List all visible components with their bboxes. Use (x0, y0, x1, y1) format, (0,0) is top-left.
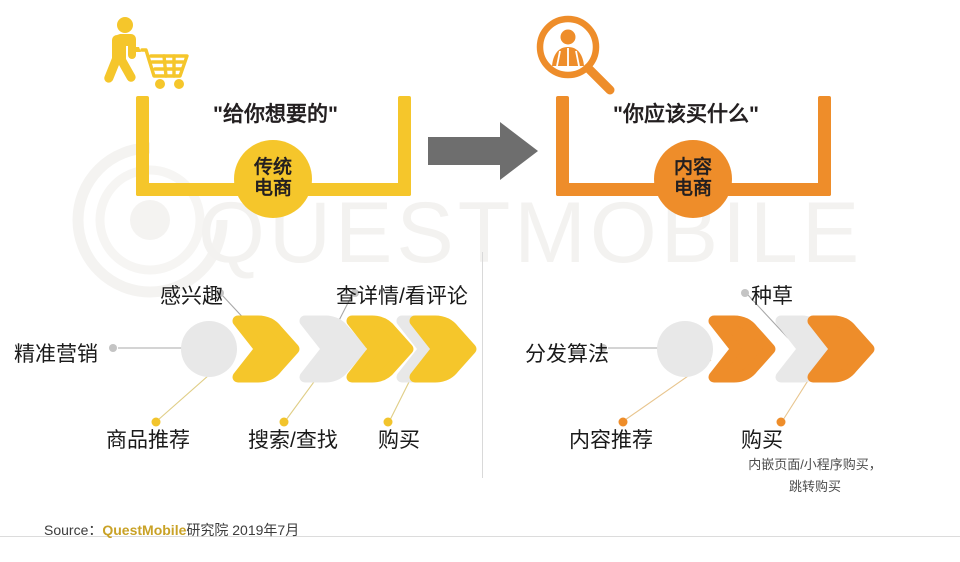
source-suffix: 研究院 2019年7月 (186, 522, 300, 538)
flow-label-below-left-2: 购买 (378, 429, 420, 452)
flow-shape-chevron (708, 315, 875, 383)
content-bracket (556, 96, 831, 196)
source-prefix: Source： (44, 522, 103, 538)
content-quote: "你应该买什么" (613, 103, 759, 126)
content-badge-line1: 内容 (673, 157, 712, 179)
traditional-badge-line1: 传统 (253, 157, 292, 179)
content-flow-subnote-line2: 跳转购买 (788, 479, 841, 494)
flow-shape-chevron (232, 315, 477, 383)
content-badge: 内容 电商 (654, 140, 732, 218)
right-arrow-icon (428, 122, 538, 180)
traditional-badge-line2: 电商 (253, 178, 292, 199)
flow-label-above-left-0: 感兴趣 (160, 285, 223, 308)
shopping-cart-person-icon (104, 17, 189, 89)
traditional-bracket (136, 96, 411, 196)
magnifier-person-icon (536, 15, 615, 95)
section-divider (482, 252, 483, 478)
flow-label-entry-right: 分发算法 (525, 343, 609, 366)
footer-divider (0, 536, 960, 537)
source-note: Source：QuestMobile研究院 2019年7月 (44, 520, 299, 540)
flow-shape-circle (181, 321, 237, 377)
flow-label-below-left-0: 商品推荐 (106, 429, 190, 452)
flow-label-above-right-0: 种草 (751, 285, 793, 308)
flow-shape-circle (657, 321, 713, 377)
traditional-quote: "给你想要的" (213, 103, 338, 126)
content-flow: 分发算法 种草 内容推荐 购买 内嵌页面/小程序购买， 跳转购买 (483, 262, 960, 512)
content-badge-line2: 电商 (673, 178, 712, 199)
content-flow-subnote-line1: 内嵌页面/小程序购买， (748, 457, 882, 472)
flow-label-above-left-1: 查详情/看评论 (336, 285, 468, 308)
traditional-flow: 精准营销 感兴趣 查详情/看评论 商品推荐 搜索/查找 购买 (0, 262, 482, 492)
traditional-flow-shapes (109, 289, 477, 427)
traditional-badge: 传统 电商 (234, 140, 312, 218)
flow-label-entry-left: 精准营销 (14, 343, 98, 366)
connector-dots (599, 289, 786, 427)
flow-label-below-right-1: 购买 (741, 429, 783, 452)
connector-dots (109, 289, 393, 427)
flow-label-below-right-0: 内容推荐 (569, 429, 653, 452)
flow-label-below-left-1: 搜索/查找 (248, 429, 338, 452)
source-brand: QuestMobile (102, 522, 187, 538)
content-flow-shapes (599, 289, 875, 427)
